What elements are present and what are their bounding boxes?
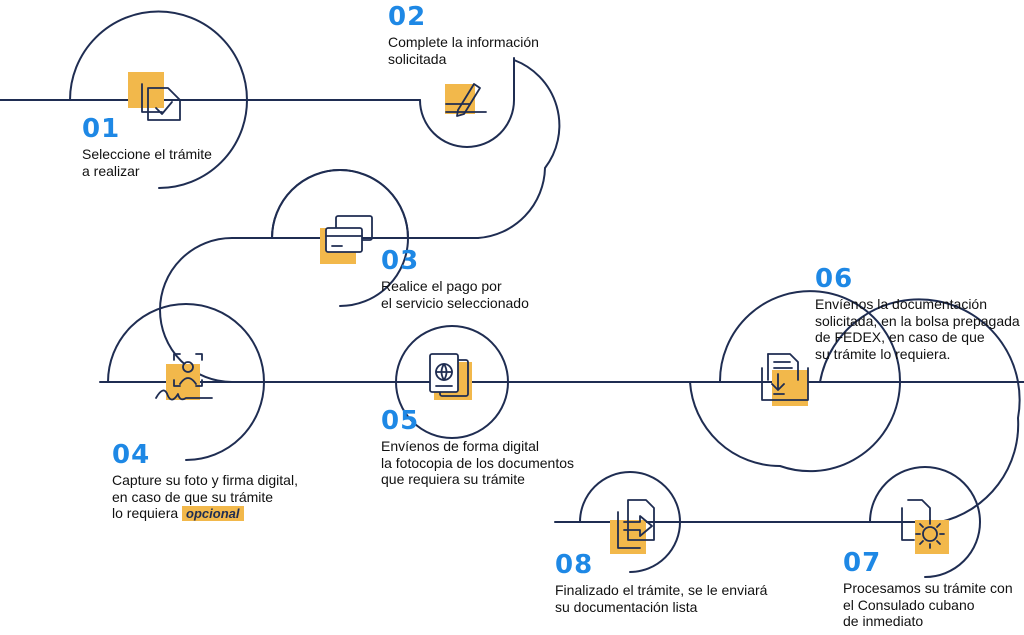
step-number: 06 [815, 264, 854, 294]
step-description: Realice el pago por el servicio seleccio… [381, 278, 529, 311]
step-05: 05 Envíenos de forma digital la fotocopi… [381, 406, 574, 488]
path-circle-04 [107, 302, 266, 461]
path-circle-07 [869, 466, 981, 578]
step-text-line: Procesamos su trámite con [843, 580, 1013, 596]
optional-tag: opcional [182, 506, 244, 521]
step-description: Capture su foto y firma digital, en caso… [112, 472, 298, 523]
path-loop-02-03 [477, 59, 561, 239]
step-text-line: el servicio seleccionado [381, 294, 529, 311]
step-01: 01 Seleccione el trámite a realizar [82, 114, 212, 179]
path-circle-03-top [271, 168, 409, 239]
document-check-icon [141, 83, 181, 121]
step-text-line: de inmediato [843, 613, 924, 629]
step-text-line: solicitada, en la bolsa prepagada [815, 312, 1020, 329]
step-text-line: lo requiera [112, 505, 179, 521]
step-text-line: su trámite lo requiera. [815, 345, 951, 362]
passport-icon [429, 353, 469, 397]
step-text-line: el Consulado cubano [843, 596, 975, 613]
step-text-line: Complete la información [388, 34, 539, 50]
step-text-line: Envíenos la documentación [815, 296, 987, 312]
step-number: 03 [381, 246, 420, 276]
step-02: 02 Complete la información solicitada [388, 2, 539, 67]
step-description: Envíenos la documentación solicitada, en… [815, 296, 1020, 362]
step-text-line-with-tag: lo requiera opcional [112, 505, 298, 523]
step-number: 05 [381, 406, 420, 436]
accent-square-01 [128, 72, 164, 108]
path-loop-03-04 [158, 237, 233, 383]
step-description: Finalizado el trámite, se le enviará su … [555, 582, 767, 615]
step-text-line: que requiera su trámite [381, 471, 525, 487]
step-text-line: Realice el pago por [381, 278, 502, 294]
step-06: 06 Envíenos la documentación solicitada,… [815, 264, 1020, 362]
step-text-line: Seleccione el trámite [82, 146, 212, 162]
step-text-line: Envíenos de forma digital [381, 438, 539, 454]
documents-gear-icon [901, 499, 945, 549]
step-text-line: a realizar [82, 162, 140, 179]
photo-signature-icon [155, 353, 213, 401]
path-circle-08 [579, 470, 682, 573]
step-text-line: Capture su foto y firma digital, [112, 472, 298, 488]
step-number: 04 [112, 440, 151, 470]
pen-signature-icon [445, 83, 487, 117]
step-number: 07 [843, 548, 882, 578]
step-text-line: Finalizado el trámite, se le enviará [555, 582, 768, 598]
step-text-line: solicitada [388, 50, 447, 67]
step-08: 08 Finalizado el trámite, se le enviará … [555, 550, 767, 615]
path-circle-06 [689, 290, 901, 473]
step-04: 04 Capture su foto y firma digital, en c… [112, 440, 298, 523]
step-description: Procesamos su trámite con el Consulado c… [843, 580, 1013, 630]
step-description: Envíenos de forma digital la fotocopia d… [381, 438, 574, 488]
credit-card-icon [325, 215, 373, 253]
path-loop-06-07 [819, 298, 1021, 523]
path-circle-01 [69, 10, 249, 189]
path-circle-02 [419, 57, 515, 148]
step-number: 08 [555, 550, 594, 580]
step-description: Complete la información solicitada [388, 34, 539, 67]
step-description: Seleccione el trámite a realizar [82, 146, 212, 179]
step-number: 01 [82, 114, 121, 144]
step-text-line: de FEDEX, en caso de que [815, 329, 985, 345]
step-07: 07 Procesamos su trámite con el Consulad… [843, 548, 1013, 630]
step-03: 03 Realice el pago por el servicio selec… [381, 246, 529, 311]
envelope-document-icon [761, 353, 809, 401]
step-text-line: su documentación lista [555, 598, 698, 615]
document-export-icon [617, 499, 655, 549]
step-text-line: la fotocopia de los documentos [381, 454, 575, 471]
step-text-line: en caso de que su trámite [112, 488, 274, 505]
path-circle-05 [395, 325, 509, 440]
step-number: 02 [388, 2, 427, 32]
